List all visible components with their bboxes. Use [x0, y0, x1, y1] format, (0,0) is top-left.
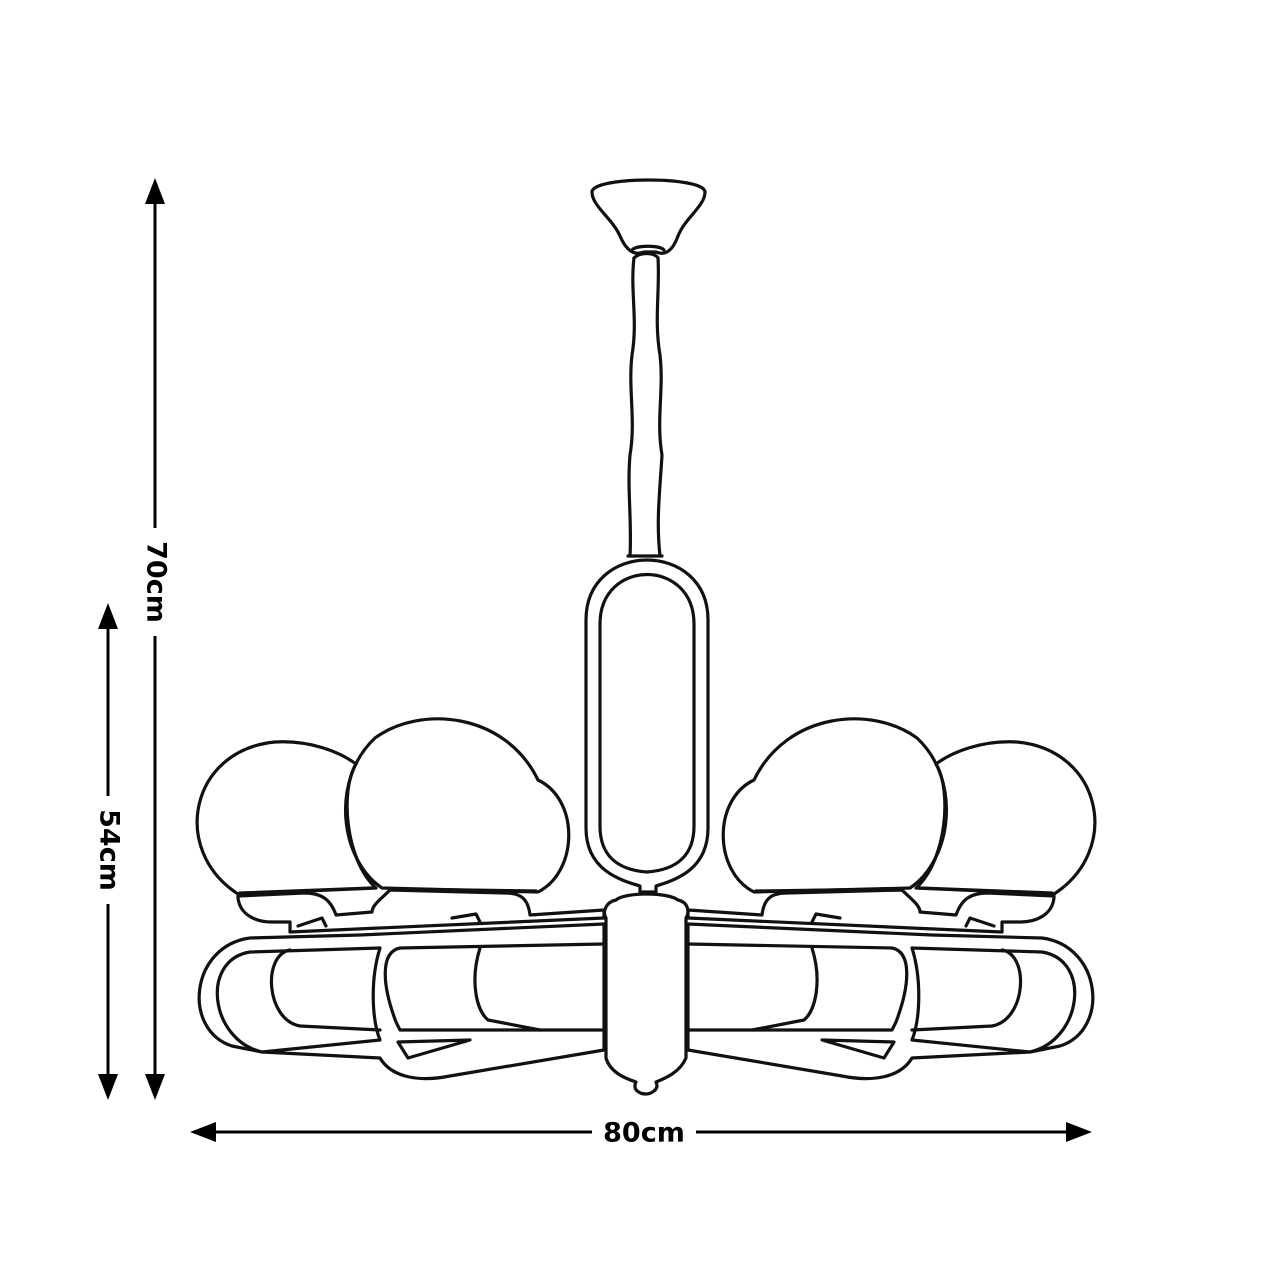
central-hub	[602, 892, 690, 1096]
right-outer-globe	[914, 740, 1097, 896]
left-arm-spoke-b	[396, 1038, 472, 1060]
left-outer-arm	[197, 922, 606, 1081]
width-arrow-left	[190, 1122, 216, 1142]
width-arrow-right	[1066, 1122, 1092, 1142]
left-outer-globe	[195, 740, 378, 896]
width-dimension: 80cm	[190, 1118, 1092, 1149]
central-loop-outer	[584, 558, 710, 894]
left-arm-spoke-a	[473, 946, 542, 1032]
right-cup-holders	[686, 888, 1056, 934]
right-arm-spoke-a	[750, 946, 819, 1032]
right-arm-spoke-b	[820, 1038, 896, 1060]
left-cup-holders	[236, 888, 606, 934]
central-loop-inner	[598, 572, 696, 874]
rod-top-cap	[632, 251, 660, 260]
right-arm-mid-loop	[910, 948, 1023, 1032]
right-outer-arm	[686, 922, 1095, 1081]
body-height-dimension: 54cm	[94, 603, 125, 1100]
right-cup-notch-a	[964, 916, 996, 928]
canopy-joint	[630, 244, 666, 252]
left-cup-notch-a	[296, 916, 328, 928]
right-arm-inner-loop	[686, 942, 909, 1032]
ceiling-canopy	[590, 178, 707, 255]
total-height-arrow-down	[145, 1074, 165, 1100]
right-cup-notch-b	[810, 912, 842, 924]
left-cup-notch-b	[450, 912, 482, 924]
body-height-arrow-up	[98, 603, 118, 629]
right-inner-globe	[721, 717, 948, 894]
left-globe-rim	[238, 886, 538, 895]
left-arm-inner-loop	[383, 942, 606, 1032]
left-arm-lower-loop	[215, 946, 382, 1054]
suspension-rod-right	[655, 256, 664, 558]
total-height-dimension: 70cm	[141, 178, 172, 1100]
total-height-label: 70cm	[141, 541, 172, 623]
left-arm-mid-loop	[269, 948, 382, 1032]
right-globe-rim	[754, 886, 1054, 895]
width-label: 80cm	[603, 1118, 685, 1149]
total-height-arrow-up	[145, 178, 165, 204]
body-height-label: 54cm	[94, 809, 125, 891]
suspension-rod	[627, 256, 636, 558]
right-arm-lower-loop	[910, 946, 1077, 1054]
body-height-arrow-down	[98, 1074, 118, 1100]
chandelier-illustration	[195, 178, 1097, 1096]
left-inner-globe	[344, 717, 571, 894]
